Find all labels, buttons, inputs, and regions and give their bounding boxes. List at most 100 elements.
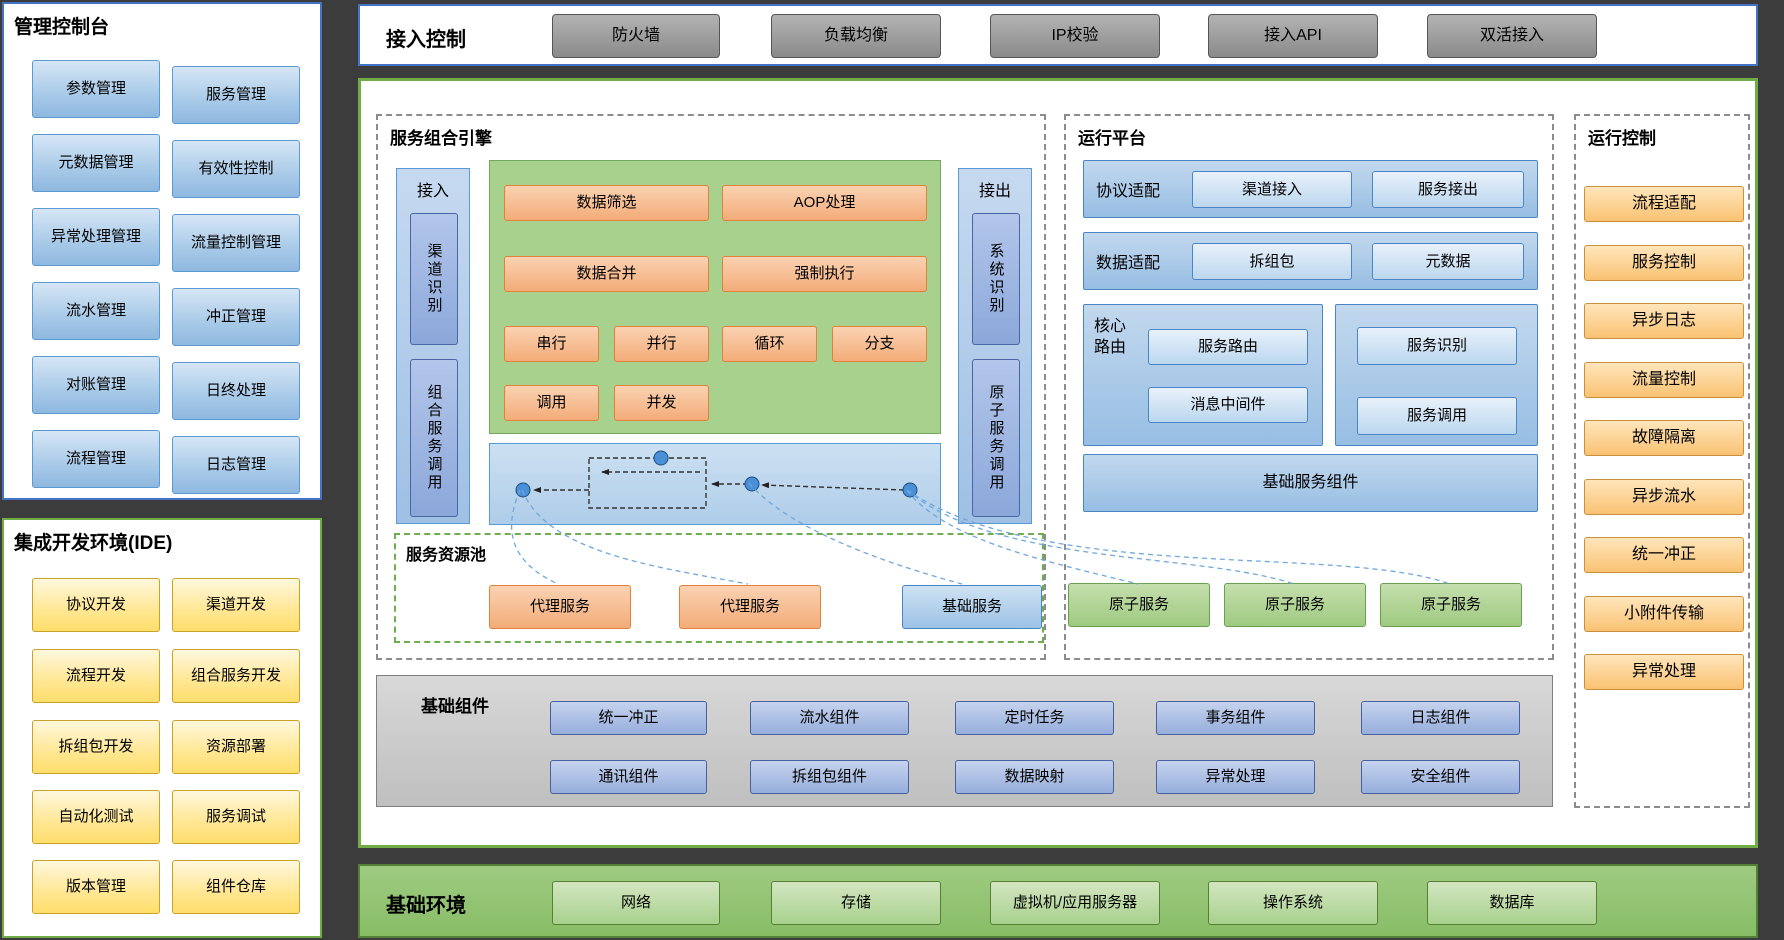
platform-button: 元数据	[1372, 243, 1524, 280]
service-engine-title: 服务组合引擎	[390, 129, 492, 148]
access-control-bar: 接入控制 防火墙 负载均衡 IP校验 接入API 双活接入	[358, 4, 1758, 66]
ops-item: 并行	[614, 326, 709, 362]
core-routing-label: 核心路由	[1094, 318, 1127, 356]
console-item: 有效性控制	[172, 140, 300, 198]
environment-title: 基础环境	[386, 895, 466, 917]
access-control-button: 接入API	[1208, 14, 1378, 58]
inbound-label: 接入	[416, 183, 449, 200]
flow-node	[653, 450, 669, 466]
console-item: 流量控制管理	[172, 214, 300, 272]
console-item: 异常处理管理	[32, 208, 160, 266]
runtime-control-box: 运行控制 流程适配 服务控制 异步日志 流量控制 故障隔离 异步流水 统一冲正 …	[1574, 114, 1750, 808]
data-adapter-row: 数据适配 拆组包 元数据	[1083, 232, 1538, 290]
console-item: 日志管理	[172, 436, 300, 494]
console-item: 对账管理	[32, 356, 160, 414]
inbound-item: 渠道识别	[410, 213, 458, 345]
flow-node	[902, 482, 918, 498]
component-button: 统一冲正	[550, 701, 707, 735]
atomic-service-box: 原子服务	[1068, 583, 1210, 627]
management-console-panel: 管理控制台 参数管理 元数据管理 异常处理管理 流水管理 对账管理 流程管理 服…	[2, 2, 322, 500]
ide-item: 渠道开发	[172, 578, 300, 632]
ops-item: 分支	[832, 326, 927, 362]
proxy-service-box: 代理服务	[679, 585, 821, 629]
platform-button: 拆组包	[1192, 243, 1352, 280]
ops-item: 数据筛选	[504, 185, 709, 221]
ops-item: AOP处理	[722, 185, 927, 221]
basic-components-panel: 基础组件 统一冲正 流水组件 定时任务 事务组件 日志组件 通讯组件 拆组包组件…	[376, 675, 1553, 807]
runtime-control-button: 故障隔离	[1584, 420, 1744, 456]
access-control-button: IP校验	[990, 14, 1160, 58]
access-control-button: 负载均衡	[771, 14, 941, 58]
environment-button: 存储	[771, 881, 941, 925]
ide-item: 自动化测试	[32, 790, 160, 844]
platform-button: 服务路由	[1148, 329, 1308, 365]
flow-box	[489, 443, 941, 525]
console-item: 流程管理	[32, 430, 160, 488]
component-button: 数据映射	[955, 760, 1114, 794]
atomic-service-box: 原子服务	[1380, 583, 1522, 627]
ide-title: 集成开发环境(IDE)	[14, 533, 173, 554]
component-button: 事务组件	[1156, 701, 1315, 735]
component-button: 流水组件	[750, 701, 909, 735]
flow-arrow	[761, 482, 905, 491]
basic-components-title: 基础组件	[421, 697, 489, 716]
component-button: 拆组包组件	[750, 760, 909, 794]
service-id-box: 服务识别 服务调用	[1335, 304, 1538, 446]
outbound-label: 接出	[978, 183, 1011, 200]
proxy-service-box: 代理服务	[489, 585, 631, 629]
outbound-column: 接出 系统识别 原子服务调用	[958, 168, 1032, 524]
core-routing-box: 核心路由 服务路由 消息中间件	[1083, 304, 1323, 446]
ops-item: 调用	[504, 385, 599, 421]
outbound-item: 原子服务调用	[972, 359, 1020, 517]
flow-node	[744, 476, 760, 492]
flow-dashed-rect	[588, 457, 707, 509]
protocol-adapter-label: 协议适配	[1096, 183, 1161, 200]
component-button: 定时任务	[955, 701, 1114, 735]
runtime-control-button: 统一冲正	[1584, 537, 1744, 573]
console-item: 日终处理	[172, 362, 300, 420]
runtime-control-button: 异步日志	[1584, 303, 1744, 339]
outbound-item-label: 原子服务调用	[987, 384, 1005, 492]
runtime-control-button: 异常处理	[1584, 654, 1744, 690]
runtime-platform-title: 运行平台	[1078, 129, 1146, 148]
outbound-item-label: 系统识别	[987, 243, 1005, 315]
platform-button: 服务识别	[1357, 327, 1517, 365]
ide-item: 拆组包开发	[32, 720, 160, 774]
platform-button: 服务调用	[1357, 397, 1517, 435]
atomic-service-box: 原子服务	[1224, 583, 1366, 627]
flow-node	[515, 482, 531, 498]
access-control-button: 双活接入	[1427, 14, 1597, 58]
base-components-bar: 基础服务组件	[1083, 454, 1538, 512]
platform-button: 渠道接入	[1192, 171, 1352, 208]
ide-item: 服务调试	[172, 790, 300, 844]
ide-item: 流程开发	[32, 649, 160, 703]
data-adapter-label: 数据适配	[1096, 255, 1161, 272]
environment-button: 数据库	[1427, 881, 1597, 925]
inbound-item: 组合服务调用	[410, 359, 458, 517]
console-item: 冲正管理	[172, 288, 300, 346]
runtime-control-button: 流程适配	[1584, 186, 1744, 222]
component-button: 异常处理	[1156, 760, 1315, 794]
inbound-column: 接入 渠道识别 组合服务调用	[396, 168, 470, 524]
protocol-adapter-row: 协议适配 渠道接入 服务接出	[1083, 160, 1538, 218]
component-button: 日志组件	[1361, 701, 1520, 735]
runtime-control-button: 异步流水	[1584, 479, 1744, 515]
component-button: 安全组件	[1361, 760, 1520, 794]
ide-panel: 集成开发环境(IDE) 协议开发 流程开发 拆组包开发 自动化测试 版本管理 渠…	[2, 518, 322, 938]
outbound-item: 系统识别	[972, 213, 1020, 345]
ide-item: 组合服务开发	[172, 649, 300, 703]
environment-bar: 基础环境 网络 存储 虚拟机/应用服务器 操作系统 数据库	[358, 864, 1758, 938]
runtime-platform-box: 运行平台 协议适配 渠道接入 服务接出 数据适配 拆组包 元数据 核心路由 服务…	[1064, 114, 1554, 660]
ops-item: 循环	[722, 326, 817, 362]
ops-item: 数据合并	[504, 256, 709, 292]
access-control-button: 防火墙	[552, 14, 720, 58]
ide-item: 协议开发	[32, 578, 160, 632]
runtime-control-button: 流量控制	[1584, 362, 1744, 398]
environment-button: 虚拟机/应用服务器	[990, 881, 1160, 925]
ops-green-box: 数据筛选 AOP处理 数据合并 强制执行 串行 并行 循环 分支 调用 并发	[489, 160, 941, 434]
ide-item: 版本管理	[32, 860, 160, 914]
ops-item: 并发	[614, 385, 709, 421]
ops-item: 串行	[504, 326, 599, 362]
platform-button: 消息中间件	[1148, 387, 1308, 423]
